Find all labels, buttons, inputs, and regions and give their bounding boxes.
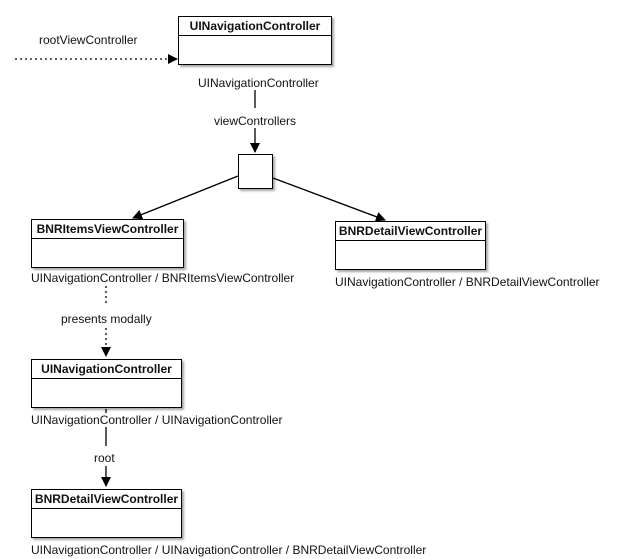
- nav-controller-modal-caption: UINavigationController / UINavigationCon…: [31, 413, 283, 427]
- view-controllers-array-box: [238, 154, 273, 189]
- nav-controller-top-caption: UINavigationController: [198, 76, 319, 90]
- items-view-controller-caption: UINavigationController / BNRItemsViewCon…: [31, 271, 295, 285]
- detail-view-controller-bottom-box: BNRDetailViewController: [31, 489, 182, 538]
- detail-view-controller-right-caption: UINavigationController / BNRDetailViewCo…: [335, 275, 600, 289]
- detail-view-controller-bottom-title: BNRDetailViewController: [32, 490, 181, 509]
- view-controllers-label: viewControllers: [214, 114, 297, 128]
- nav-controller-modal-title: UINavigationController: [32, 360, 181, 379]
- presents-modally-label: presents modally: [61, 312, 152, 326]
- items-view-controller-box: BNRItemsViewController: [31, 219, 184, 268]
- root-view-controller-label: rootViewController: [39, 33, 138, 47]
- detail-view-controller-bottom-caption: UINavigationController / UINavigationCon…: [31, 543, 427, 557]
- root-label: root: [94, 451, 115, 465]
- nav-controller-modal-box: UINavigationController: [31, 359, 182, 408]
- items-view-controller-title: BNRItemsViewController: [32, 220, 183, 239]
- array-to-items-arrow: [132, 175, 239, 220]
- array-to-detail-arrow: [272, 177, 386, 222]
- nav-controller-top-title: UINavigationController: [179, 17, 331, 36]
- nav-controller-top-box: UINavigationController: [178, 16, 332, 65]
- detail-view-controller-right-box: BNRDetailViewController: [335, 221, 486, 270]
- detail-view-controller-right-title: BNRDetailViewController: [336, 222, 485, 241]
